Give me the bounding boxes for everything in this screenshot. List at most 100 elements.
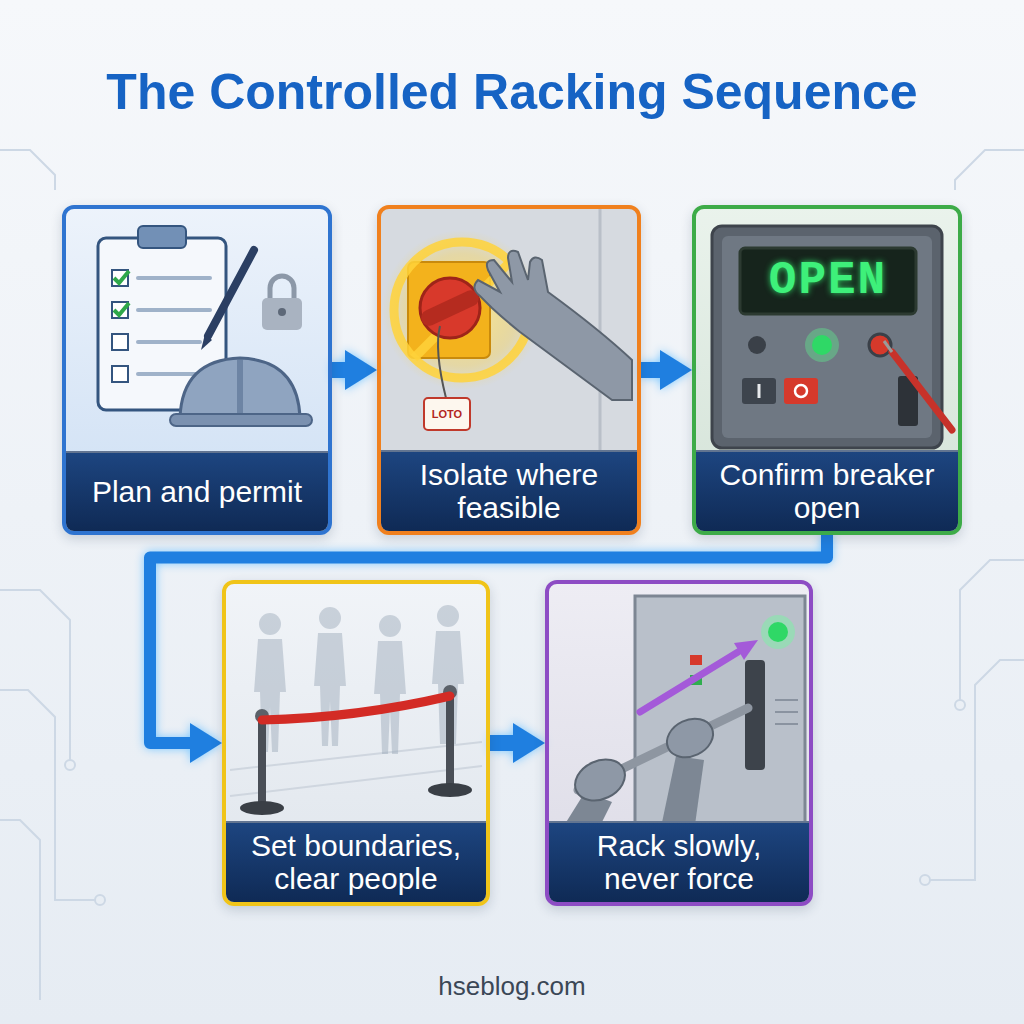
boundary-illustration-part-part	[314, 607, 346, 746]
step-card: Confirm breaker open	[692, 205, 962, 535]
card-fill	[545, 580, 813, 906]
breaker-panel-illustration-part	[805, 328, 839, 362]
plan-illustration-part	[180, 358, 300, 418]
card-fill	[222, 580, 490, 906]
circuit-lines-part	[0, 820, 40, 1000]
boundary-illustration-part-part	[374, 615, 406, 754]
racking-illustration-part	[775, 700, 798, 724]
flow-arrow	[641, 362, 660, 378]
step-card: Set boundaries, clear people	[222, 580, 490, 906]
step-label: Isolate where feasible	[381, 450, 637, 531]
circuit-lines-part	[0, 150, 55, 190]
breaker-panel-illustration-part	[784, 378, 818, 404]
racking-illustration-part	[661, 712, 720, 765]
plan-illustration-part	[114, 303, 129, 315]
racking-illustration-part	[734, 640, 758, 660]
circuit-lines-part	[0, 590, 70, 760]
circuit-lines	[0, 150, 1024, 1000]
circuit-lines-part	[65, 760, 75, 770]
plan-illustration-part	[262, 298, 302, 330]
plan-illustration-part	[270, 276, 294, 300]
flow-arrow	[332, 362, 345, 378]
circuit-lines-part	[955, 700, 965, 710]
plan-illustration	[98, 226, 312, 426]
tag-text: LOTO	[432, 409, 462, 420]
breaker-panel-illustration-part	[758, 384, 761, 398]
circuit-lines-part	[0, 690, 95, 900]
breaker-panel-illustration-part	[892, 352, 952, 430]
circuit-lines-part	[960, 560, 1024, 700]
step-card: Isolate where feasible	[377, 205, 641, 535]
isolation-illustration-part	[474, 251, 632, 400]
circuit-lines-part	[95, 895, 105, 905]
boundary-illustration-part	[258, 718, 266, 806]
step-label: Plan and permit	[66, 451, 328, 531]
plan-illustration-part	[237, 360, 243, 416]
breaker-panel-illustration-part	[795, 385, 807, 397]
step-label: Confirm breaker open	[696, 450, 958, 531]
isolation-illustration-part	[419, 288, 482, 329]
racking-illustration-part	[640, 652, 738, 712]
racking-illustration-part-part	[775, 711, 798, 713]
isolation-illustration-part	[381, 209, 637, 459]
plan-illustration-part	[208, 250, 254, 336]
isolation-illustration-part	[424, 398, 470, 430]
breaker-panel-illustration-part	[722, 236, 932, 438]
flow-arrow	[490, 735, 513, 751]
racking-illustration-part	[761, 615, 795, 649]
plan-illustration-part-part	[138, 276, 210, 280]
circuit-lines-part	[930, 660, 1024, 880]
isolation-illustration	[381, 209, 637, 459]
plan-illustration-part	[170, 414, 312, 426]
racking-illustration-part	[568, 752, 631, 808]
plan-illustration-part	[201, 334, 212, 350]
boundary-illustration-part	[262, 696, 450, 720]
step-label: Rack slowly, never force	[549, 821, 809, 902]
step-card: Rack slowly, never force	[545, 580, 813, 906]
racking-illustration-part	[635, 596, 805, 832]
step-label: Set boundaries, clear people	[226, 821, 486, 902]
racking-illustration-part-part	[775, 699, 798, 701]
plan-illustration-part	[138, 226, 186, 248]
plan-illustration-part-part	[138, 340, 200, 344]
racking-illustration-part	[768, 622, 788, 642]
breaker-panel-illustration-part	[884, 341, 892, 352]
title: The Controlled Racking Sequence	[106, 63, 917, 121]
breaker-panel-illustration-part	[740, 248, 916, 314]
plan-illustration-part	[114, 271, 129, 283]
plan-illustration-part	[278, 308, 286, 316]
breaker-panel-illustration-part	[742, 378, 776, 404]
plan-illustration-part-part	[138, 308, 210, 312]
racking-illustration-part	[745, 660, 765, 770]
plan-illustration-part	[112, 302, 128, 318]
breaker-panel-illustration	[712, 226, 952, 448]
plan-illustration-part	[112, 366, 128, 382]
isolation-illustration-part	[408, 262, 490, 358]
watermark: hseblog.com	[438, 973, 585, 999]
boundary-illustration-part	[428, 783, 472, 797]
racking-illustration-part	[690, 655, 702, 665]
plan-illustration-part	[138, 278, 210, 374]
plan-illustration-part	[112, 270, 128, 286]
plan-illustration-part	[112, 334, 128, 350]
card-fill	[62, 205, 332, 535]
step-card: Plan and permit	[62, 205, 332, 535]
racking-illustration-part-part	[775, 723, 798, 725]
breaker-panel-illustration-part	[748, 336, 766, 354]
boundary-illustration-part	[446, 694, 454, 788]
card-fill	[692, 205, 962, 535]
breaker-panel-illustration-part	[812, 335, 832, 355]
card-fill	[377, 205, 641, 535]
circuit-lines-part	[920, 875, 930, 885]
isolation-illustration-part	[438, 326, 446, 398]
display-readout: OPEN	[769, 258, 887, 304]
racking-illustration	[560, 596, 805, 832]
boundary-illustration	[230, 605, 482, 815]
breaker-panel-illustration-part	[869, 334, 891, 356]
breaker-panel-illustration-part	[712, 226, 942, 448]
boundary-illustration-part	[240, 801, 284, 815]
boundary-illustration-part	[254, 605, 464, 754]
